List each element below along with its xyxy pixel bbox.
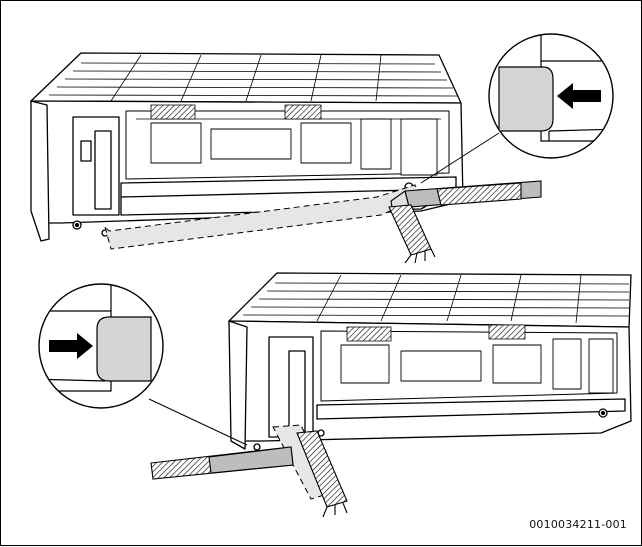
leader-line-top [420,132,500,184]
detail-circle-top [488,33,614,159]
pipe-bundle-top [388,180,542,264]
indoor-unit-top [30,52,464,242]
pipe-bundle-bottom [150,430,348,518]
indoor-unit-bottom [228,272,632,451]
arrow-left-icon [557,83,601,109]
leader-line-bottom [148,398,248,446]
arrow-right-icon [49,333,93,359]
detail-circle-bottom [38,283,164,409]
figure-code: 0010034211-001 [529,518,627,531]
